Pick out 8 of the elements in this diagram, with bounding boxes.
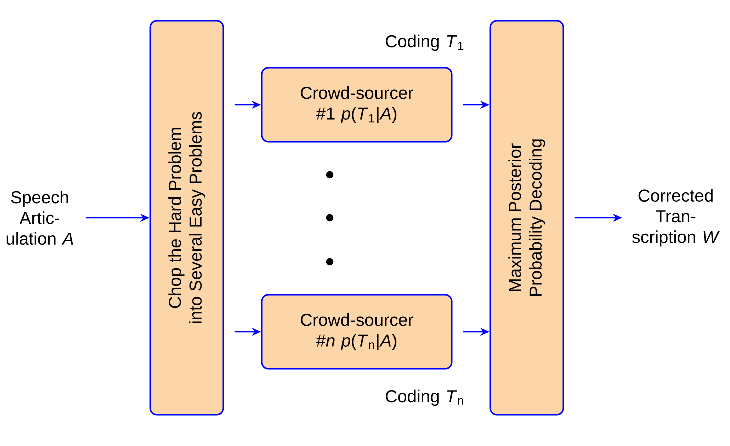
input-label: Speech Artic- ulation A [6,190,74,246]
process-box: Crowd-sourcer #n p(T$_{n}$|A) [261,294,453,370]
process-box: Crowd-sourcer #1 p(T$_{1}$|A) [261,67,453,143]
process-box: Maximum Posterior Probability Decoding [490,20,564,416]
coding-label: Coding T$_{n}$ [386,390,464,406]
process-box: Chop the Hard Problem into Several Easy Problems [150,20,224,416]
output-label: Corrected Tran- scription W [632,189,720,247]
coding-label: Coding T$_{1}$ [386,34,464,52]
